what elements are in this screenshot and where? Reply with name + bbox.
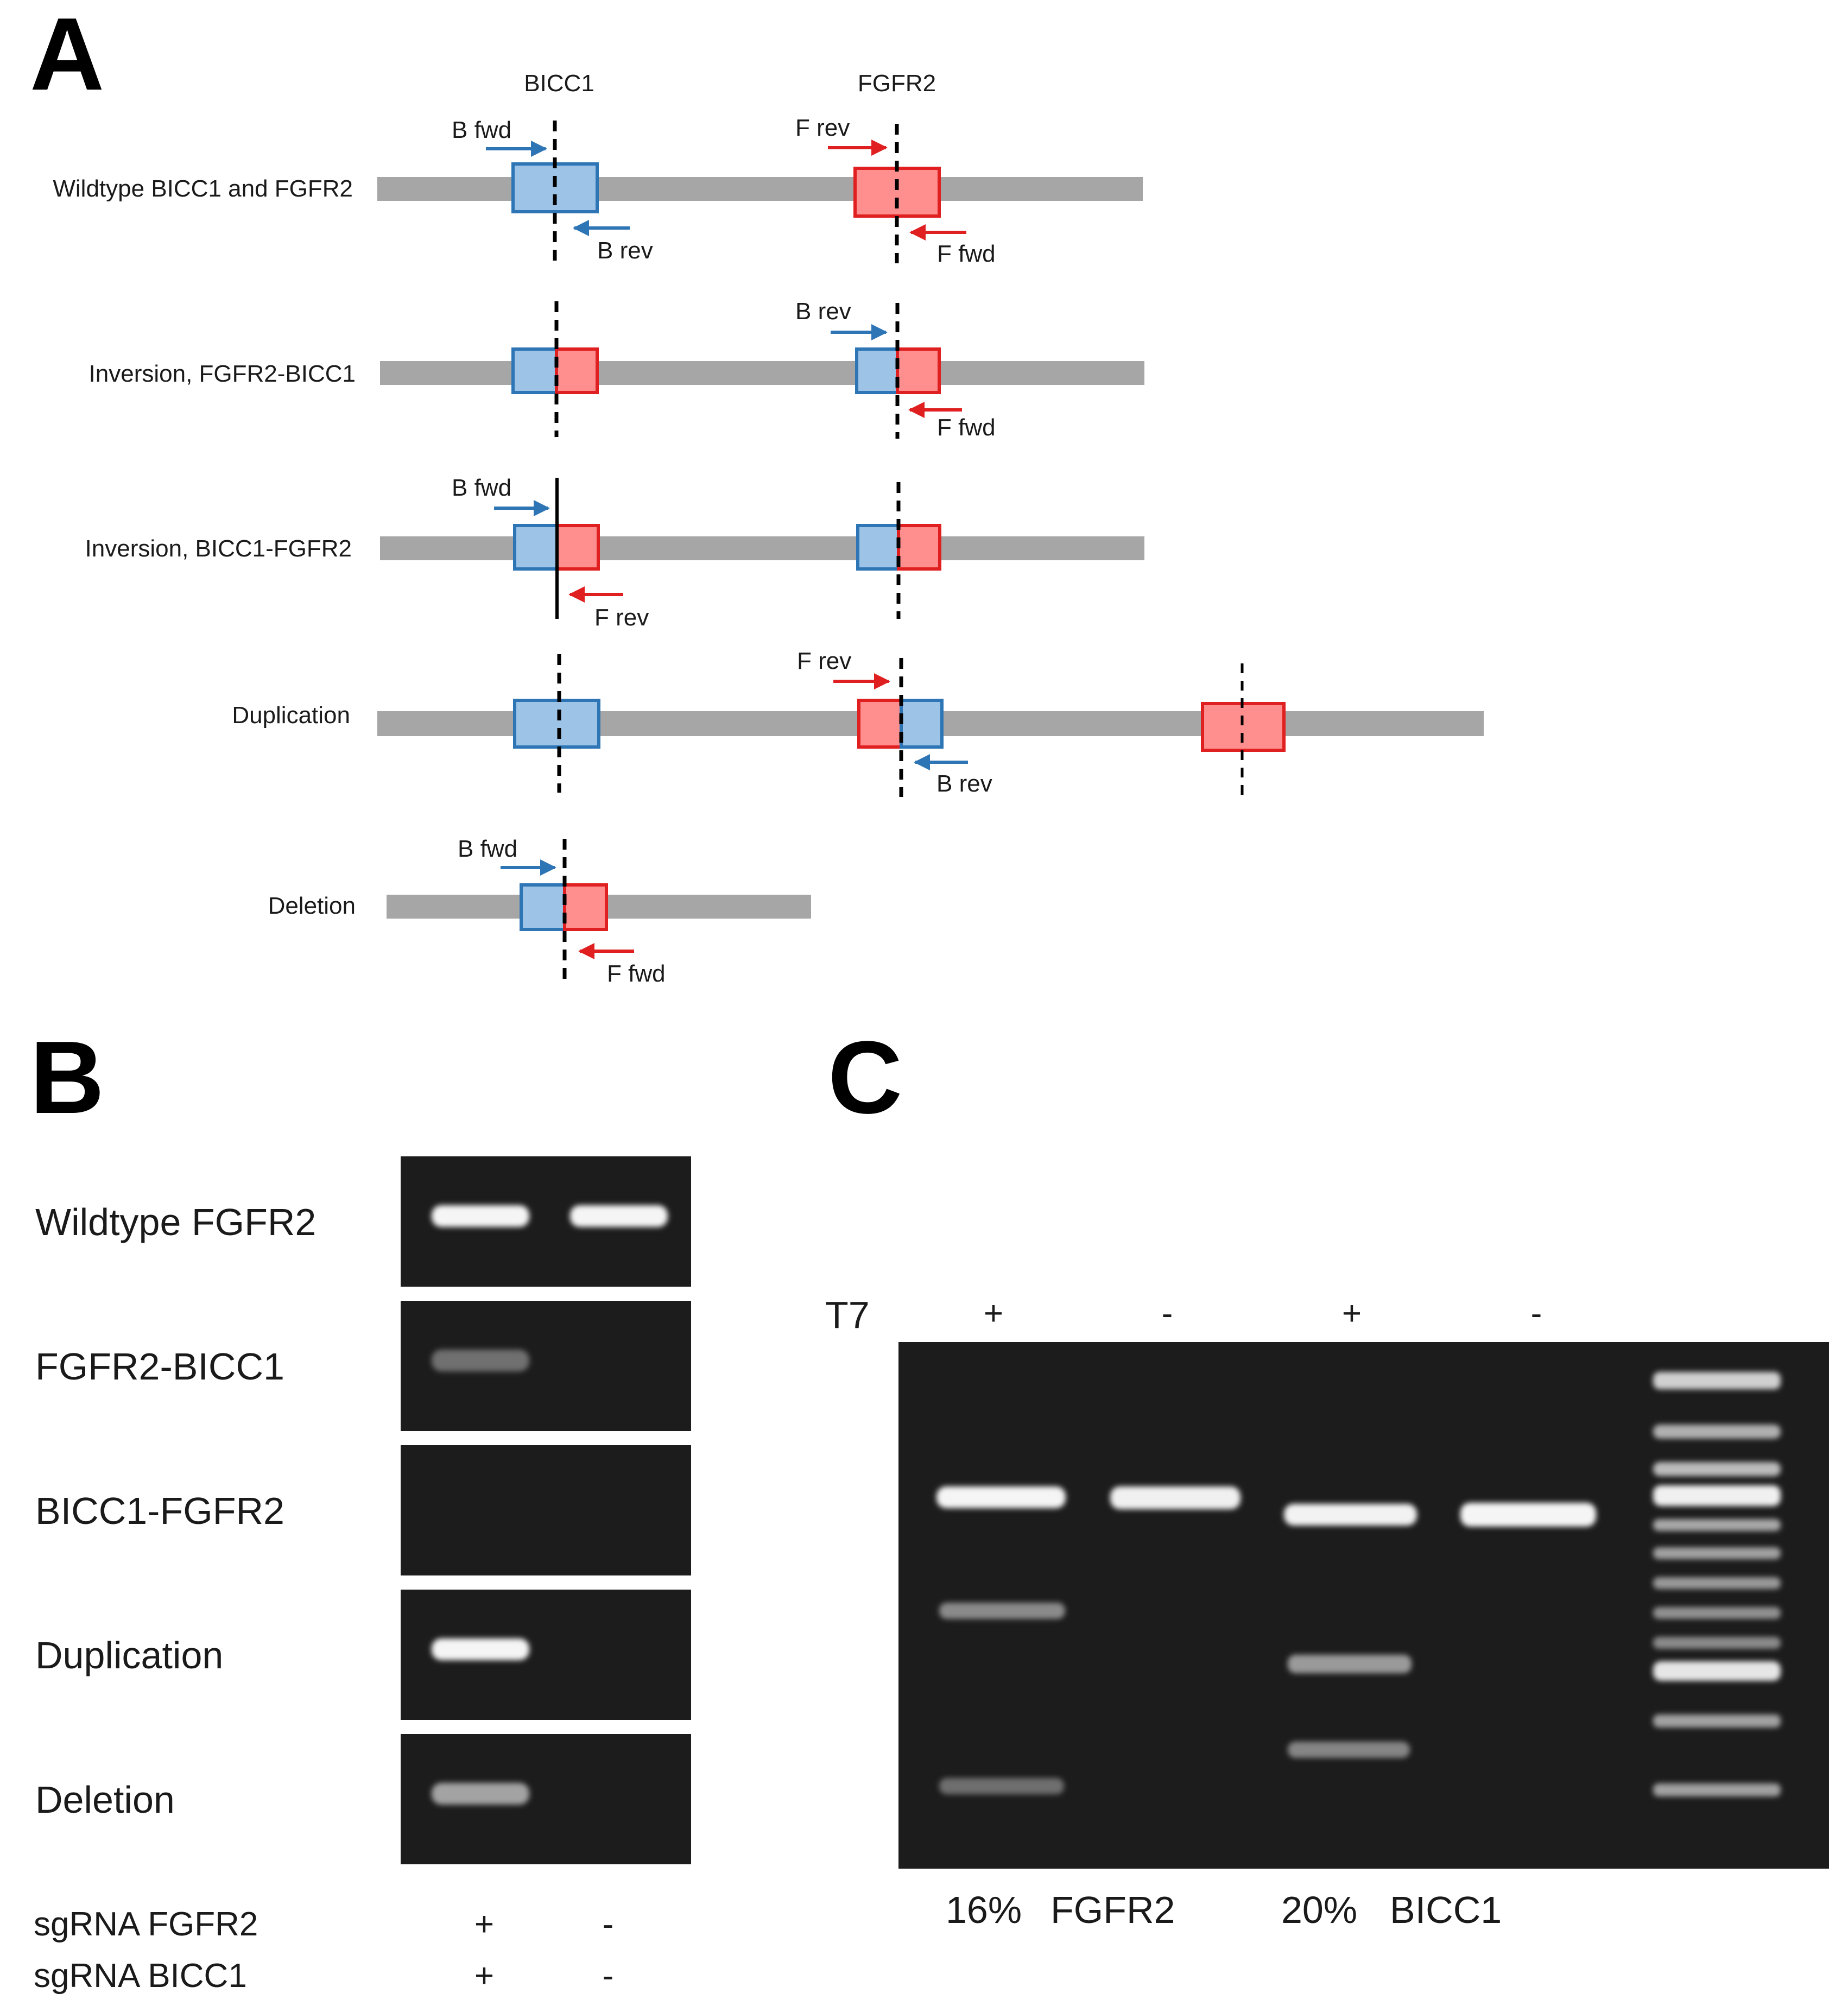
- fgfr2-exon-box: [897, 524, 941, 571]
- gel-band: [1460, 1503, 1596, 1527]
- gel-band: [1288, 1742, 1410, 1758]
- ladder-band: [1653, 1607, 1781, 1619]
- fgfr2-exon-box: [1201, 702, 1286, 752]
- construct-label: Deletion: [268, 893, 356, 919]
- panel-a: A BICC1 FGFR2 Wildtype BICC1 and FGFR2 B…: [30, 0, 1484, 987]
- gel-c-ladder: [1653, 1372, 1781, 1796]
- primer-label: F rev: [594, 604, 649, 631]
- percent-fgfr2: 16%: [946, 1889, 1022, 1931]
- panel-b: B Wildtype FGFR2FGFR2-BICC1BICC1-FGFR2Du…: [30, 1020, 691, 1995]
- panel-b-letter: B: [30, 1020, 104, 1135]
- primer-label: B rev: [795, 298, 851, 325]
- construct-label: Duplication: [232, 702, 350, 729]
- ladder-band: [1653, 1547, 1781, 1559]
- bicc1-exon-box: [855, 347, 899, 394]
- gel-label: FGFR2-BICC1: [35, 1345, 284, 1388]
- bicc1-exon-box: [513, 699, 600, 749]
- bicc1-exon-box: [520, 883, 566, 931]
- gel-label: Duplication: [35, 1634, 223, 1676]
- construct-label: Wildtype BICC1 and FGFR2: [53, 175, 353, 202]
- panel-c: C T7 + - + -: [825, 1020, 1829, 1931]
- gel-band: [570, 1205, 668, 1227]
- fgfr2-exon-box: [555, 524, 600, 571]
- primer-label: F rev: [797, 648, 851, 674]
- primer-label: F fwd: [937, 241, 996, 267]
- construct-wildtype: Wildtype BICC1 and FGFR2 B fwd B rev F r…: [53, 115, 1143, 267]
- ladder-band: [1653, 1637, 1781, 1649]
- lane-sign: +: [984, 1295, 1003, 1332]
- primer-label: F fwd: [607, 960, 666, 987]
- gel-band: [432, 1638, 529, 1660]
- percent-bicc1: 20%: [1281, 1889, 1357, 1931]
- gel-band: [939, 1603, 1065, 1619]
- condition-sign: +: [474, 1906, 494, 1943]
- gel-label: Deletion: [35, 1779, 175, 1821]
- primer-label: B rev: [936, 770, 992, 797]
- lane-sign: +: [1342, 1295, 1362, 1332]
- gel-band: [432, 1783, 529, 1805]
- ladder-band: [1653, 1783, 1781, 1796]
- fgfr2-exon-box: [555, 347, 599, 394]
- condition-sign: -: [603, 1906, 614, 1943]
- gene-bicc1: BICC1: [1390, 1889, 1502, 1931]
- gel-band: [939, 1778, 1064, 1794]
- ladder-band: [1653, 1462, 1781, 1476]
- gel-panel-b: Wildtype FGFR2FGFR2-BICC1BICC1-FGFR2Dupl…: [35, 1156, 691, 1864]
- gel-c-bands: [936, 1486, 1596, 1794]
- bicc1-exon-box: [900, 699, 944, 749]
- primer-label: B fwd: [452, 474, 511, 501]
- condition-label: sgRNA BICC1: [34, 1957, 247, 1995]
- condition-label: sgRNA FGFR2: [34, 1906, 258, 1943]
- gel-band: [936, 1486, 1066, 1508]
- gene-fgfr2: FGFR2: [1050, 1889, 1175, 1931]
- lane-sign: -: [1162, 1295, 1173, 1332]
- gel-band: [1284, 1504, 1417, 1526]
- gel-label: Wildtype FGFR2: [35, 1201, 316, 1243]
- chromosome-bar: [377, 177, 1143, 201]
- construct-duplication: Duplication F rev B rev: [232, 648, 1484, 797]
- panel-c-letter: C: [828, 1020, 902, 1135]
- bicc1-exon-box: [511, 347, 558, 394]
- construct-deletion: Deletion B fwd F fwd: [268, 836, 811, 987]
- fgfr2-exon-box: [896, 347, 941, 394]
- t7-label: T7: [825, 1294, 870, 1336]
- primer-label: F fwd: [937, 414, 996, 441]
- construct-label: Inversion, BICC1-FGFR2: [85, 535, 352, 562]
- ladder-band: [1653, 1485, 1781, 1506]
- condition-sign: +: [474, 1957, 494, 1995]
- gel-band: [432, 1205, 529, 1227]
- fgfr2-exon-box: [563, 883, 608, 931]
- panel-a-letter: A: [30, 0, 104, 112]
- gene-label-fgfr2: FGFR2: [858, 70, 936, 97]
- lane-sign: -: [1531, 1295, 1542, 1332]
- primer-label: B rev: [597, 237, 653, 264]
- primer-label: F rev: [795, 115, 850, 141]
- gel-band: [1110, 1486, 1241, 1509]
- gel-box: [401, 1445, 691, 1575]
- condition-sign: -: [603, 1957, 614, 1995]
- ladder-band: [1653, 1577, 1781, 1589]
- construct-inversion-fgfr2-bicc1: Inversion, FGFR2-BICC1 B rev F fwd: [89, 298, 1144, 441]
- construct-inversion-bicc1-fgfr2: Inversion, BICC1-FGFR2 B fwd F rev: [85, 474, 1144, 631]
- fgfr2-exon-box: [857, 699, 903, 749]
- bicc1-exon-box: [856, 524, 900, 571]
- chromosome-bar: [380, 536, 1144, 560]
- bicc1-exon-box: [513, 524, 559, 571]
- gel-band: [432, 1350, 529, 1371]
- gel-label: BICC1-FGFR2: [35, 1490, 284, 1532]
- ladder-band: [1653, 1714, 1781, 1727]
- ladder-band: [1653, 1519, 1781, 1531]
- ladder-band: [1653, 1661, 1781, 1681]
- construct-label: Inversion, FGFR2-BICC1: [89, 360, 356, 387]
- ladder-band: [1653, 1425, 1781, 1439]
- primer-label: B fwd: [452, 117, 511, 143]
- chromosome-bar: [380, 361, 1144, 385]
- gene-label-bicc1: BICC1: [524, 70, 594, 97]
- gel-band: [1288, 1655, 1412, 1673]
- primer-label: B fwd: [458, 836, 517, 862]
- ladder-band: [1653, 1372, 1781, 1389]
- fgfr2-exon-box: [853, 167, 941, 218]
